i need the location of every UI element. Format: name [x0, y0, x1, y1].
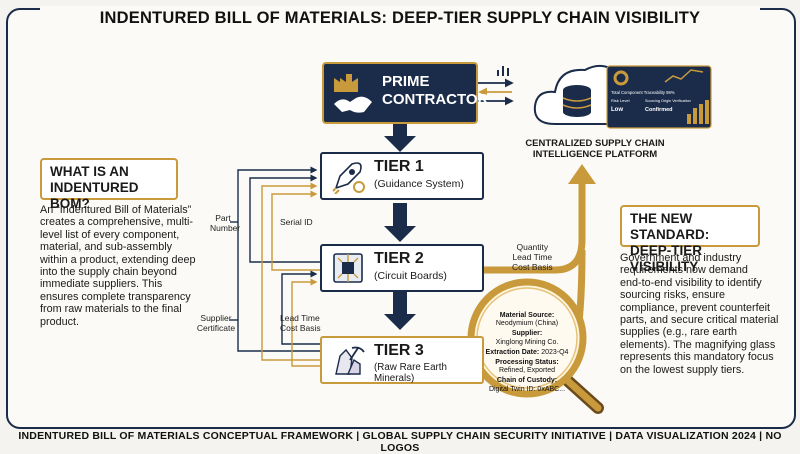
- label-serial-id: Serial ID: [280, 217, 313, 227]
- magnifying-glass-icon: [467, 278, 604, 414]
- tier-3-subtitle: (Raw Rare Earth Minerals): [374, 362, 447, 384]
- database-icon: [562, 85, 592, 117]
- platform-label: CENTRALIZED SUPPLY CHAIN INTELLIGENCE PL…: [525, 138, 665, 160]
- dashboard-bars: [687, 100, 709, 124]
- lens-extraction: Extraction Date: 2023-Q4: [485, 348, 569, 356]
- lens-material-label: Material Source:: [499, 312, 555, 319]
- tier-1-box: TIER 1 (Guidance System): [320, 152, 484, 200]
- tier-2-subtitle: (Circuit Boards): [374, 270, 447, 282]
- down-arrow-tier1-tier2: [384, 203, 416, 242]
- tier-1-subtitle: (Guidance System): [374, 178, 464, 190]
- new-standard-body: Government and industry requirements now…: [620, 252, 779, 376]
- crystal-pickaxe-icon: [335, 346, 365, 375]
- left-feedback-loops: [230, 166, 320, 367]
- label-supplier-certificate: Supplier Certificate: [196, 313, 236, 333]
- mini-bars-icon: [497, 66, 509, 76]
- tier-2-title: TIER 2: [374, 250, 424, 267]
- indentured-bom-heading: WHAT IS AN INDENTURED BOM?: [40, 158, 178, 211]
- circuit-board-icon: [333, 253, 363, 283]
- lens-processing-value: Refined, Exported: [498, 367, 556, 375]
- lens-processing-label: Processing Status:: [495, 359, 559, 367]
- tier-1-title: TIER 1: [374, 158, 424, 175]
- tier-3-box: TIER 3 (Raw Rare Earth Minerals): [320, 336, 484, 384]
- prime-platform-arrows: [478, 78, 514, 106]
- footer-caption: INDENTURED BILL OF MATERIALS CONCEPTUAL …: [18, 430, 782, 454]
- dashboard-panel: [606, 65, 712, 129]
- lens-custody-label: Chain of Custody:: [496, 377, 558, 385]
- label-lead-time-cost: Lead Time Cost Basis: [280, 313, 321, 333]
- dash-verify-value: Confirmed: [645, 107, 673, 113]
- label-quantity-block: Quantity Lead Time Cost Basis: [512, 242, 553, 272]
- dash-risk-label: Risk Level: [611, 98, 630, 103]
- tier-3-title: TIER 3: [374, 342, 424, 359]
- lens-custody-value: Digital Twin ID: 0xABC...: [488, 385, 566, 393]
- trend-line-icon: [664, 69, 704, 83]
- prime-contractor-box: PRIME CONTRACTOR: [322, 62, 488, 124]
- rocket-gear-icon: [332, 162, 365, 194]
- lens-supplier-label: Supplier:: [511, 330, 543, 338]
- indentured-bom-body: An “Indentured Bill of Materials” create…: [40, 204, 196, 328]
- lens-material-value: Neodymium (China): [495, 320, 559, 328]
- lens-details: Material Source: Neodymium (China) Suppl…: [480, 312, 574, 394]
- down-arrow-prime-tier1: [384, 122, 416, 152]
- dash-verify-label: Sourcing Origin Verification: [645, 99, 691, 103]
- tier-2-box: TIER 2 (Circuit Boards): [320, 244, 484, 292]
- factory-handshake-icon: [334, 74, 372, 113]
- down-arrows: [384, 122, 416, 330]
- down-arrow-tier2-tier3: [384, 292, 416, 330]
- dash-traceability: Total Component Traceability 98%: [611, 90, 675, 95]
- dash-risk-value: Low: [611, 107, 623, 113]
- donut-chart-icon: [613, 70, 629, 86]
- diagram-title: INDENTURED BILL OF MATERIALS: DEEP-TIER …: [40, 6, 760, 30]
- lens-supplier-value: Xinglong Mining Co.: [495, 338, 559, 346]
- prime-contractor-label: PRIME CONTRACTOR: [382, 73, 489, 108]
- cloud-platform-icon: Total Component Traceability 98% Risk Le…: [533, 64, 712, 129]
- new-standard-heading: THE NEW STANDARD: DEEP-TIER VISIBILITY: [620, 205, 760, 274]
- label-part-number: Part Number: [210, 213, 241, 233]
